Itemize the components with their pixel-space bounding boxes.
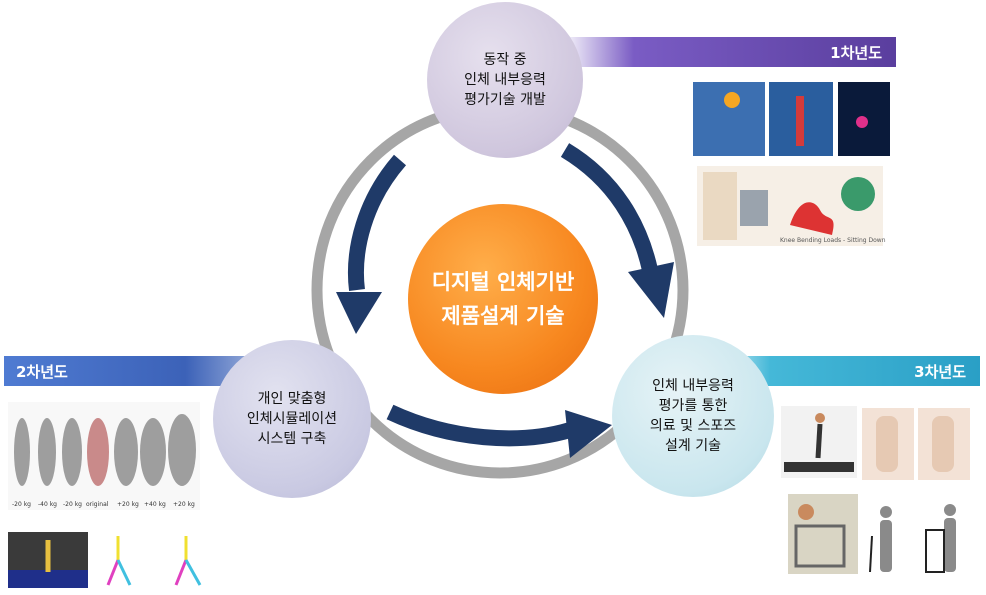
capture-floor — [8, 570, 88, 588]
node-text-line: 인체 내부응력 — [464, 72, 546, 88]
knee-joint-bone-1 — [876, 416, 898, 472]
cane — [869, 535, 873, 573]
implant-figure — [740, 190, 768, 226]
node-text-line: 설계 기술 — [665, 438, 721, 454]
weight-label: +40 kg — [144, 501, 166, 508]
skeleton-figure-2 — [174, 536, 202, 586]
stress-map-figure — [790, 202, 834, 235]
knee-bone-figure — [703, 172, 737, 240]
cane-user-head — [880, 506, 892, 518]
weight-label: +20 kg — [173, 501, 195, 508]
body-figure — [14, 418, 30, 486]
node-text-line: 인체 내부응력 — [652, 378, 734, 394]
walker-user-body — [944, 518, 956, 572]
cane-user-body — [880, 520, 892, 572]
body-figure — [62, 418, 82, 486]
weight-label: -20 kg — [63, 501, 82, 508]
spine-highlight — [796, 96, 804, 146]
node-text-line: 평가를 통한 — [658, 398, 728, 414]
node-personal-simulation: 개인 맞춤형 인체시뮬레이션 시스템 구축 — [213, 340, 371, 498]
arrowhead-left-to-right — [565, 410, 612, 458]
rehab-patient-head — [798, 504, 814, 520]
knee-caption: Knee Bending Loads - Sitting Down — [780, 237, 886, 244]
node-medical-sports-design: 인체 내부응력 평가를 통한 의료 및 스포즈 설계 기술 — [612, 335, 774, 497]
node-text-line: 시스템 구축 — [257, 431, 327, 447]
node-text-line: 동작 중 — [483, 52, 527, 68]
year2-label: 2차년도 — [16, 362, 68, 381]
arrowhead-top-to-right — [628, 262, 674, 318]
year3-label: 3차년도 — [914, 362, 966, 381]
year1-images: Knee Bending Loads - Sitting Down — [693, 82, 890, 246]
center-title-line2: 제품설계 기술 — [441, 304, 565, 328]
arrow-left-to-right — [386, 404, 573, 447]
skeleton-figure-1 — [106, 536, 132, 586]
walker-frame — [925, 529, 945, 573]
runner-body — [815, 423, 823, 459]
year2-images: -20 kg -40 kg -20 kg original +20 kg +40… — [8, 402, 202, 588]
node-text-line: 평가기술 개발 — [464, 92, 546, 108]
rehab-device-image — [788, 494, 858, 574]
body-figure-original — [87, 418, 109, 486]
knee-highlight — [856, 116, 868, 128]
node-text-line: 의료 및 스포즈 — [649, 418, 737, 434]
knee-joint-bone-2 — [932, 416, 954, 472]
body-figure — [38, 418, 56, 486]
walker-user-head — [944, 504, 956, 516]
year3-images — [781, 406, 970, 574]
body-figures — [14, 414, 196, 486]
weight-label: +20 kg — [117, 501, 139, 508]
walking-aid-figures — [869, 504, 956, 573]
center-title-line1: 디지털 인체기반 — [431, 270, 575, 294]
year1-bar: 1차년도 — [560, 37, 896, 67]
shoulder-highlight — [724, 92, 740, 108]
body-figure — [168, 414, 196, 486]
joint-model-figure — [841, 177, 875, 211]
skeleton-segment — [184, 559, 202, 586]
node-text-line: 개인 맞춤형 — [257, 391, 327, 407]
weight-label: -40 kg — [38, 501, 57, 508]
skeleton-segment — [116, 559, 132, 586]
treadmill-base — [784, 462, 854, 472]
body-figure — [140, 418, 166, 486]
arrow-top-to-right — [560, 143, 658, 272]
runner-head — [815, 413, 825, 423]
skeleton-segment — [106, 559, 120, 586]
skeleton-segment — [174, 559, 188, 586]
body-figure — [114, 418, 138, 486]
rehab-frame — [794, 524, 846, 568]
weight-label: -20 kg — [12, 501, 31, 508]
arrowhead-top-to-left — [336, 292, 382, 334]
node-text-line: 인체시뮬레이션 — [246, 411, 338, 427]
center-circle: 디지털 인체기반 제품설계 기술 — [408, 204, 598, 394]
year1-label: 1차년도 — [830, 43, 882, 62]
weight-label: original — [86, 501, 109, 508]
node-stress-evaluation: 동작 중 인체 내부응력 평가기술 개발 — [427, 2, 583, 158]
arrow-top-to-left — [347, 154, 407, 291]
